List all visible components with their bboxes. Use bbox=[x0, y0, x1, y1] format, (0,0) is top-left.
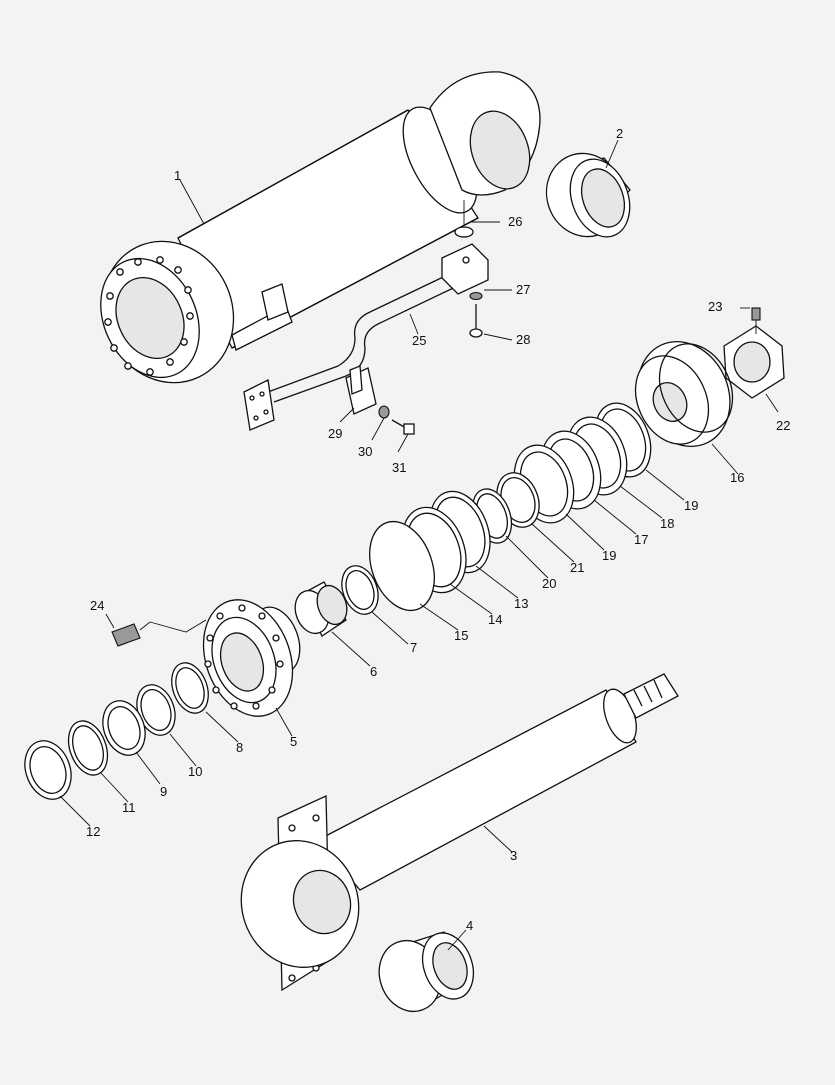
callout-8: 8 bbox=[236, 740, 243, 755]
callout-15: 15 bbox=[454, 628, 468, 643]
callout-21: 21 bbox=[570, 560, 584, 575]
callout-9: 9 bbox=[160, 784, 167, 799]
callout-19-inner: 19 bbox=[602, 548, 616, 563]
piston-rod bbox=[240, 673, 679, 992]
set-screw bbox=[751, 307, 761, 334]
callout-12: 12 bbox=[86, 824, 100, 839]
callout-25: 25 bbox=[412, 333, 426, 348]
leader-lines bbox=[59, 139, 779, 951]
callout-10: 10 bbox=[188, 764, 202, 779]
callout-28: 28 bbox=[516, 332, 530, 347]
flange-bolt-holes bbox=[104, 256, 194, 376]
bushing-4 bbox=[378, 931, 475, 1013]
callout-17: 17 bbox=[634, 532, 648, 547]
washer-27 bbox=[469, 291, 483, 301]
head-bolt bbox=[111, 619, 207, 647]
seal-8 bbox=[171, 662, 209, 714]
callouts: 1 2 3 4 5 6 7 8 9 10 11 12 13 14 15 16 1… bbox=[86, 126, 790, 933]
o-ring-26 bbox=[454, 200, 474, 238]
piston-nut bbox=[723, 325, 785, 399]
callout-20: 20 bbox=[542, 576, 556, 591]
callout-2: 2 bbox=[616, 126, 623, 141]
callout-7: 7 bbox=[410, 640, 417, 655]
pipe-clamp bbox=[345, 365, 377, 415]
callout-23: 23 bbox=[708, 299, 722, 314]
callout-26: 26 bbox=[508, 214, 522, 229]
cylinder-barrel bbox=[100, 71, 541, 384]
callout-5: 5 bbox=[290, 734, 297, 749]
callout-1: 1 bbox=[174, 168, 181, 183]
bushing-2 bbox=[545, 152, 631, 238]
callout-14: 14 bbox=[488, 612, 502, 627]
guide-ring-7 bbox=[341, 565, 379, 615]
callout-6: 6 bbox=[370, 664, 377, 679]
callout-29: 29 bbox=[328, 426, 342, 441]
callout-19-outer: 19 bbox=[684, 498, 698, 513]
callout-11: 11 bbox=[122, 800, 136, 815]
callout-31: 31 bbox=[392, 460, 406, 475]
clamp-washer bbox=[378, 405, 390, 419]
callout-16: 16 bbox=[730, 470, 744, 485]
callout-22: 22 bbox=[776, 418, 790, 433]
seal-9 bbox=[102, 700, 146, 756]
callout-30: 30 bbox=[358, 444, 372, 459]
cylinder-head bbox=[202, 599, 301, 717]
pipe-line bbox=[243, 243, 489, 431]
rod-thread bbox=[633, 679, 663, 707]
bushing-6 bbox=[294, 581, 348, 637]
piston bbox=[634, 340, 734, 448]
seal-11 bbox=[67, 720, 109, 776]
callout-27: 27 bbox=[516, 282, 530, 297]
callout-4: 4 bbox=[466, 918, 473, 933]
o-ring-15 bbox=[369, 520, 435, 612]
callout-18: 18 bbox=[660, 516, 674, 531]
callout-24: 24 bbox=[90, 598, 104, 613]
bolt-28 bbox=[469, 304, 483, 338]
clamp-bolt bbox=[391, 419, 415, 435]
callout-13: 13 bbox=[514, 596, 528, 611]
wiper-12 bbox=[24, 740, 72, 800]
callout-3: 3 bbox=[510, 848, 517, 863]
